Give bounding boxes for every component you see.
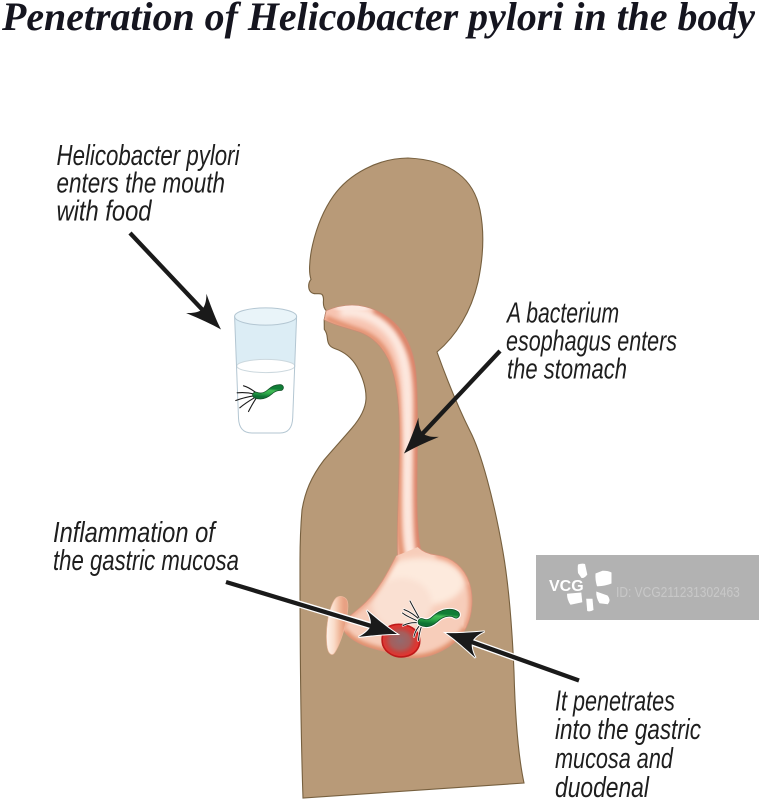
svg-text:duodenal: duodenal — [555, 773, 650, 800]
svg-text:into the gastric: into the gastric — [555, 715, 701, 746]
svg-text:Helicobacter pylori: Helicobacter pylori — [57, 140, 241, 171]
svg-text:Inflammation of: Inflammation of — [53, 516, 217, 549]
svg-text:ID: VCG211231302463: ID: VCG211231302463 — [616, 584, 740, 601]
svg-text:It penetrates: It penetrates — [555, 685, 675, 717]
svg-text:VCG: VCG — [549, 578, 584, 595]
svg-text:the gastric mucosa: the gastric mucosa — [53, 545, 239, 576]
svg-text:with food: with food — [57, 194, 153, 227]
svg-text:the stomach: the stomach — [507, 354, 627, 385]
svg-text:enters the mouth: enters the mouth — [57, 168, 225, 199]
svg-text:Penetration of Helicobacter py: Penetration of Helicobacter pylori in th… — [1, 0, 755, 39]
svg-text:mucosa and: mucosa and — [555, 743, 674, 775]
svg-text:A bacterium: A bacterium — [505, 298, 619, 330]
svg-text:esophagus enters: esophagus enters — [506, 326, 677, 358]
